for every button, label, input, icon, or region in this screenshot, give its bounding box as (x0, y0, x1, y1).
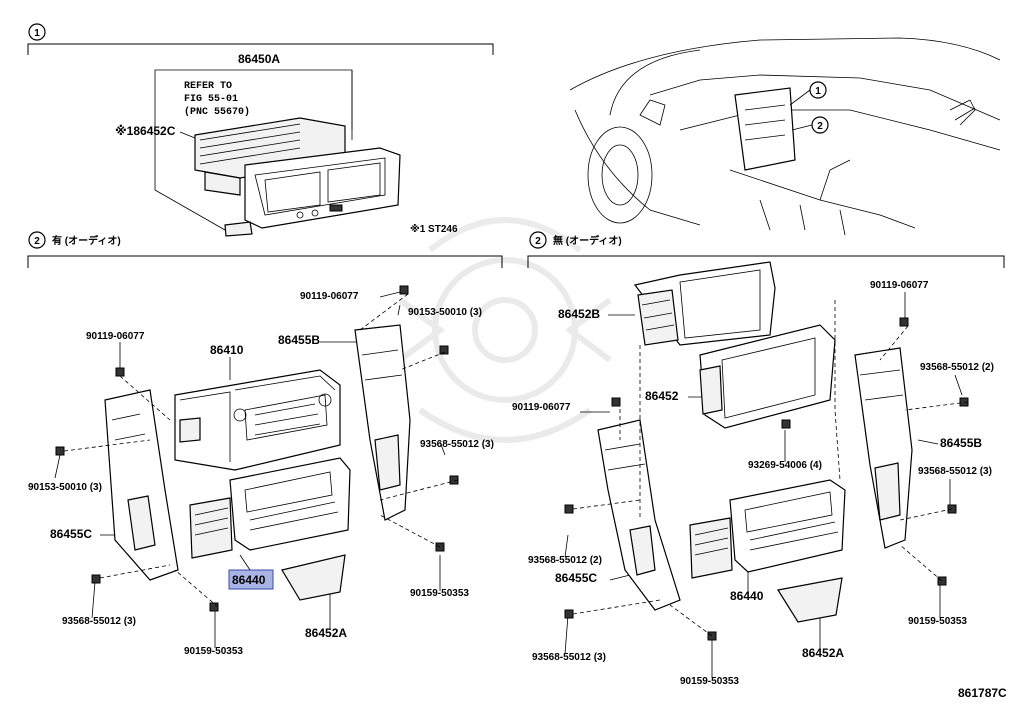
label-86440-left: 86440 (232, 573, 266, 587)
control-unit-86440-right (689, 479, 846, 579)
label-90153-50010-left: 90153-50010 (3) (28, 482, 102, 493)
label-90159-50353-right-r: 90159-50353 (908, 616, 967, 627)
callout-circle-2-left (28, 231, 46, 249)
fasteners-left (55, 285, 459, 612)
label-90153-50010-top: 90153-50010 (3) (408, 307, 482, 318)
footnote-st246: ※1 ST246 (410, 223, 458, 235)
callout-circle-2-right (529, 231, 547, 249)
watermark-emblem (398, 217, 612, 443)
section-1: 1 86450A REFER TO FIG 55-01 (PNC 55670) … (27, 23, 494, 237)
section-1-bracket (27, 43, 494, 55)
label-90119-06077-left: 90119-06077 (86, 331, 145, 342)
panel-86452B (633, 261, 776, 346)
section-2-left-bracket (27, 255, 503, 268)
bracket-86455C-left (104, 389, 179, 581)
section-2-right: 2 無 (オーディオ) 86452B 90119-06077 93568-550… (512, 231, 1005, 687)
highlight-86440 (228, 569, 274, 590)
callout-1-text: 1 (34, 28, 40, 39)
label-86455B-left: 86455B (278, 333, 320, 347)
label-86452C: ※186452C (115, 124, 176, 138)
callout-2-right-text: 2 (535, 236, 541, 247)
label-93568-55012-left-b: 93568-55012 (3) (62, 616, 136, 627)
control-unit-86440 (189, 457, 351, 559)
section-2-right-heading: 無 (オーディオ) (553, 234, 622, 247)
figure-id: 861787C (958, 686, 1007, 700)
label-86440-right: 86440 (730, 589, 764, 603)
label-86450A: 86450A (238, 52, 280, 66)
bracket-86455C-right (597, 419, 681, 611)
car-interior-view: 1 2 (569, 37, 1001, 236)
label-93568-55012-right-mid: 93568-55012 (3) (918, 466, 992, 477)
section-2-left: 2 有 (オーディオ) 90119-06077 90153-50010 (3) … (27, 231, 503, 657)
label-90159-50353-right-b: 90159-50353 (680, 676, 739, 687)
label-86410: 86410 (210, 343, 244, 357)
bracket-86455B-right (854, 347, 913, 549)
callout-2-left-text: 2 (34, 236, 40, 247)
refer-line-3: (PNC 55670) (184, 106, 250, 118)
label-86455B-right: 86455B (940, 436, 982, 450)
label-93568-55012-right-top: 93568-55012 (2) (920, 362, 994, 373)
label-86455C-left: 86455C (50, 527, 92, 541)
cover-86452A-left (281, 554, 346, 601)
refer-line-2: FIG 55-01 (184, 94, 238, 105)
callout-circle-1 (28, 23, 46, 41)
label-90119-06077-right-l: 90119-06077 (512, 402, 571, 413)
section-2-left-heading: 有 (オーディオ) (52, 234, 121, 247)
bracket-86455B-left (354, 324, 411, 521)
label-93568-55012-left-r: 93568-55012 (3) (420, 439, 494, 450)
label-93269-54006: 93269-54006 (4) (748, 460, 822, 471)
panel-86452 (699, 324, 836, 429)
label-86452A-right: 86452A (802, 646, 844, 660)
label-86452A-left: 86452A (305, 626, 347, 640)
callout-car-1-text: 1 (815, 86, 821, 97)
callout-car-2-text: 2 (817, 121, 823, 132)
cover-86452A-right (777, 577, 843, 623)
label-86455C-right: 86455C (555, 571, 597, 585)
label-93568-55012-right-l: 93568-55012 (2) (528, 555, 602, 566)
label-90159-50353-left-r: 90159-50353 (410, 588, 469, 599)
label-86452B: 86452B (558, 307, 600, 321)
section-2-right-bracket (527, 255, 1005, 268)
head-unit-86410 (174, 369, 341, 471)
label-90159-50353-left-b: 90159-50353 (184, 646, 243, 657)
label-86452: 86452 (645, 389, 679, 403)
bezel-frame-part (224, 147, 401, 237)
label-90119-06077-top: 90119-06077 (300, 291, 359, 302)
label-90119-06077-right-top: 90119-06077 (870, 280, 929, 291)
refer-line-1: REFER TO (184, 81, 232, 92)
label-93568-55012-right-b: 93568-55012 (3) (532, 652, 606, 663)
